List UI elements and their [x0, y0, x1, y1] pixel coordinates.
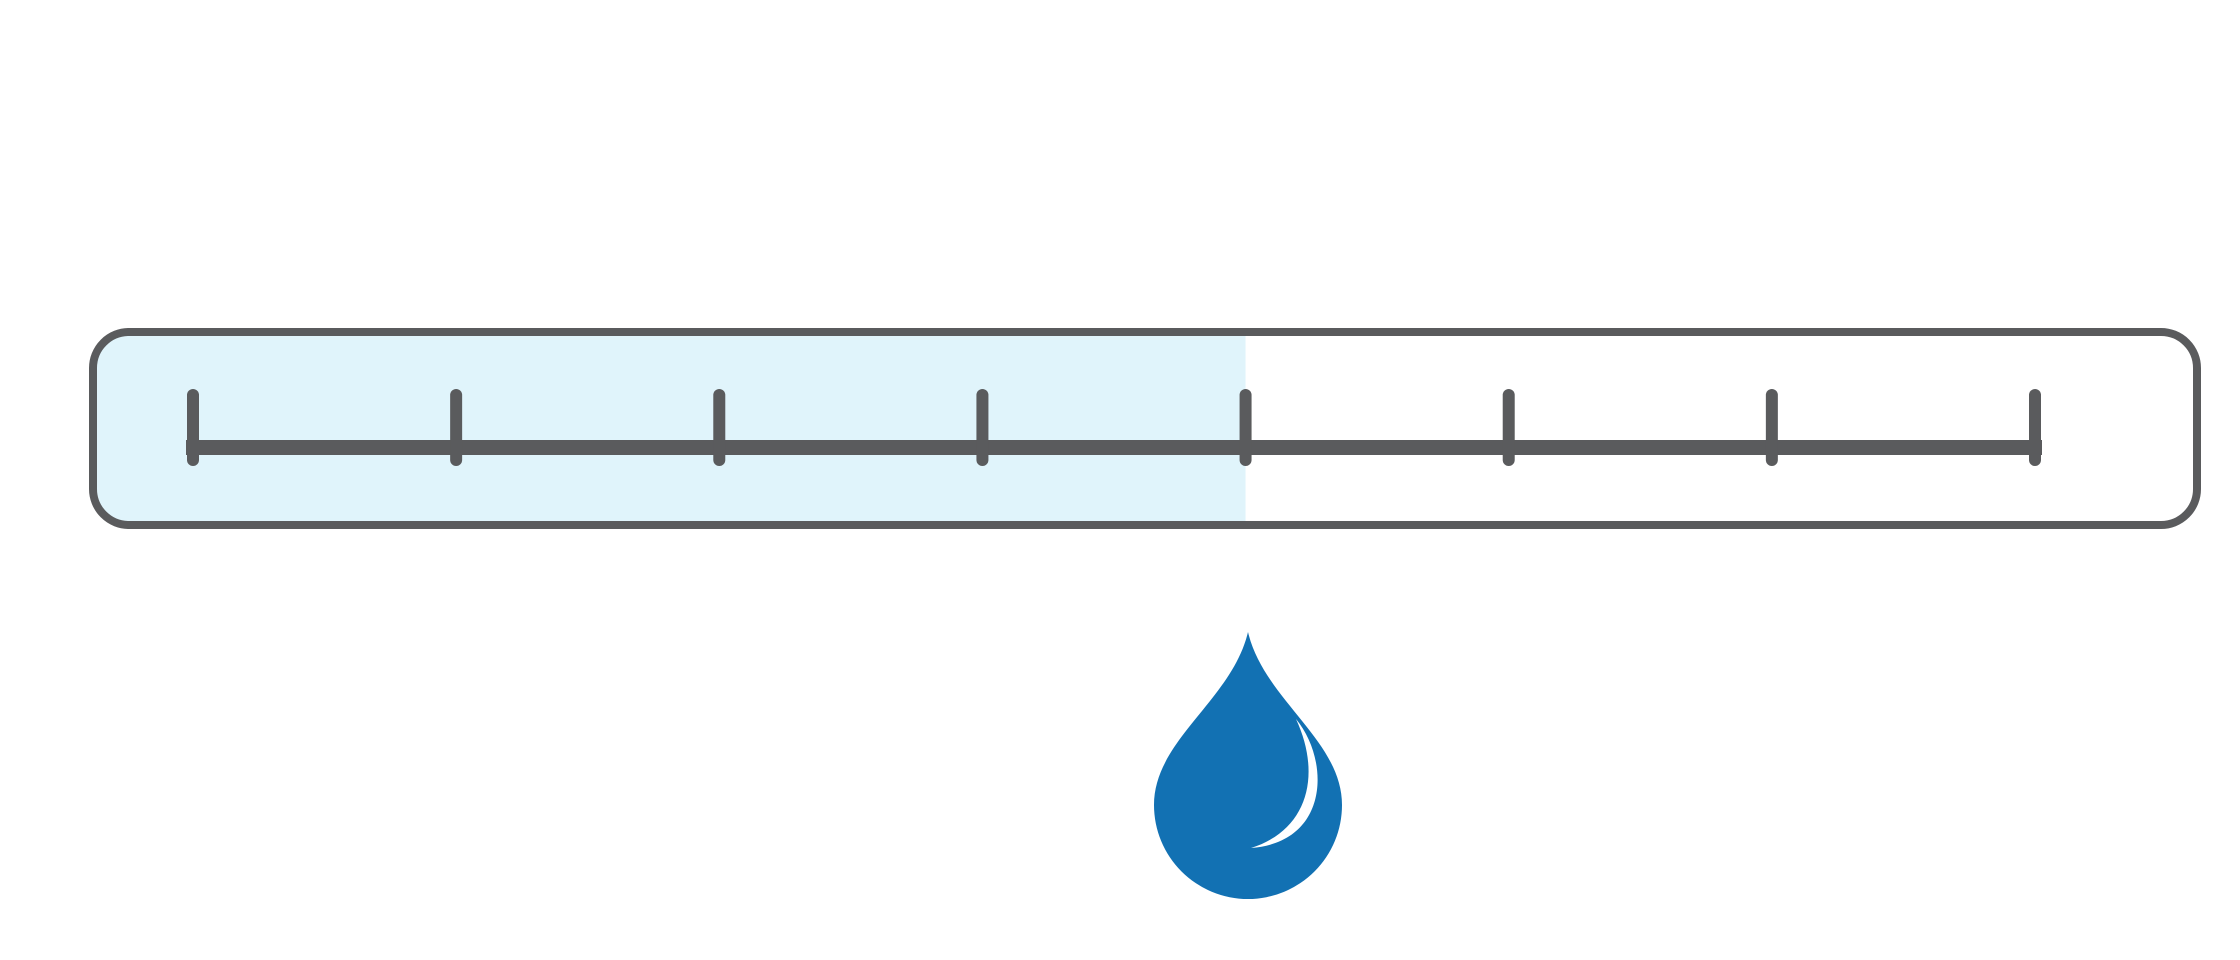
- gauge-frame: [89, 328, 2201, 529]
- gauge-tick: [187, 389, 199, 466]
- gauge-tick: [713, 389, 726, 466]
- gauge-fill: [93, 332, 1246, 525]
- gauge-tick: [976, 389, 989, 466]
- drop-highlight: [1251, 719, 1318, 848]
- gauge-tick: [1239, 389, 1252, 466]
- gauge-tick: [1765, 389, 1778, 466]
- gauge-tick: [450, 389, 463, 466]
- gauge-tick: [2029, 389, 2041, 466]
- gauge-tick: [1502, 389, 1515, 466]
- gauge-axis-line: [186, 440, 2042, 455]
- gauge-ticks: [187, 389, 2041, 466]
- water-drop-icon: [1154, 632, 1342, 899]
